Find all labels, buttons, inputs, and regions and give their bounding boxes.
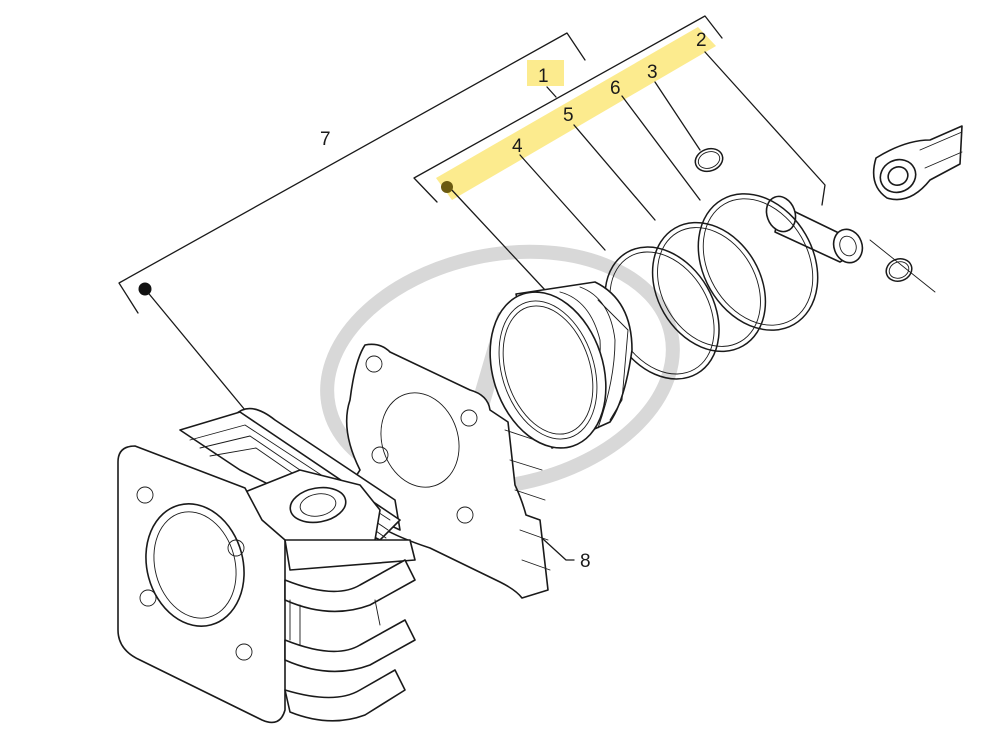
leader-6	[621, 95, 701, 201]
piston-ring-6	[697, 193, 819, 331]
callout-4: 4	[512, 136, 523, 157]
circlip-top	[694, 147, 724, 173]
highlight-marks	[436, 27, 716, 200]
dot-marker-7	[138, 282, 152, 296]
circlip-bottom	[885, 257, 913, 283]
cylinder-gasket	[345, 343, 551, 599]
highlight-band	[436, 27, 716, 200]
piston	[489, 281, 633, 449]
cylinder	[117, 407, 416, 724]
piston-ring-5	[651, 221, 767, 353]
highlight-box-1	[527, 60, 564, 86]
callout-5: 5	[563, 105, 574, 126]
callout-2: 2	[696, 30, 707, 51]
callout-3: 3	[647, 62, 658, 83]
leader-piston	[449, 187, 546, 291]
kit-brackets	[118, 15, 723, 411]
bracket-7	[118, 32, 586, 314]
callout-6: 6	[610, 78, 621, 99]
leader-3	[654, 81, 701, 151]
dot-markers	[138, 181, 453, 296]
axis-line	[869, 239, 936, 293]
callout-labels: 1 2 3 4 5 6 7 8	[320, 30, 707, 572]
connecting-rod	[872, 125, 963, 201]
bracket-1	[413, 15, 723, 203]
leader-5	[573, 124, 656, 221]
callout-7: 7	[320, 129, 331, 150]
leader-4	[519, 154, 606, 251]
bracket-7-leader	[144, 288, 246, 411]
callout-8: 8	[580, 551, 591, 572]
callout-1: 1	[538, 66, 549, 87]
leader-2	[704, 51, 826, 206]
dot-marker-1	[441, 181, 453, 193]
